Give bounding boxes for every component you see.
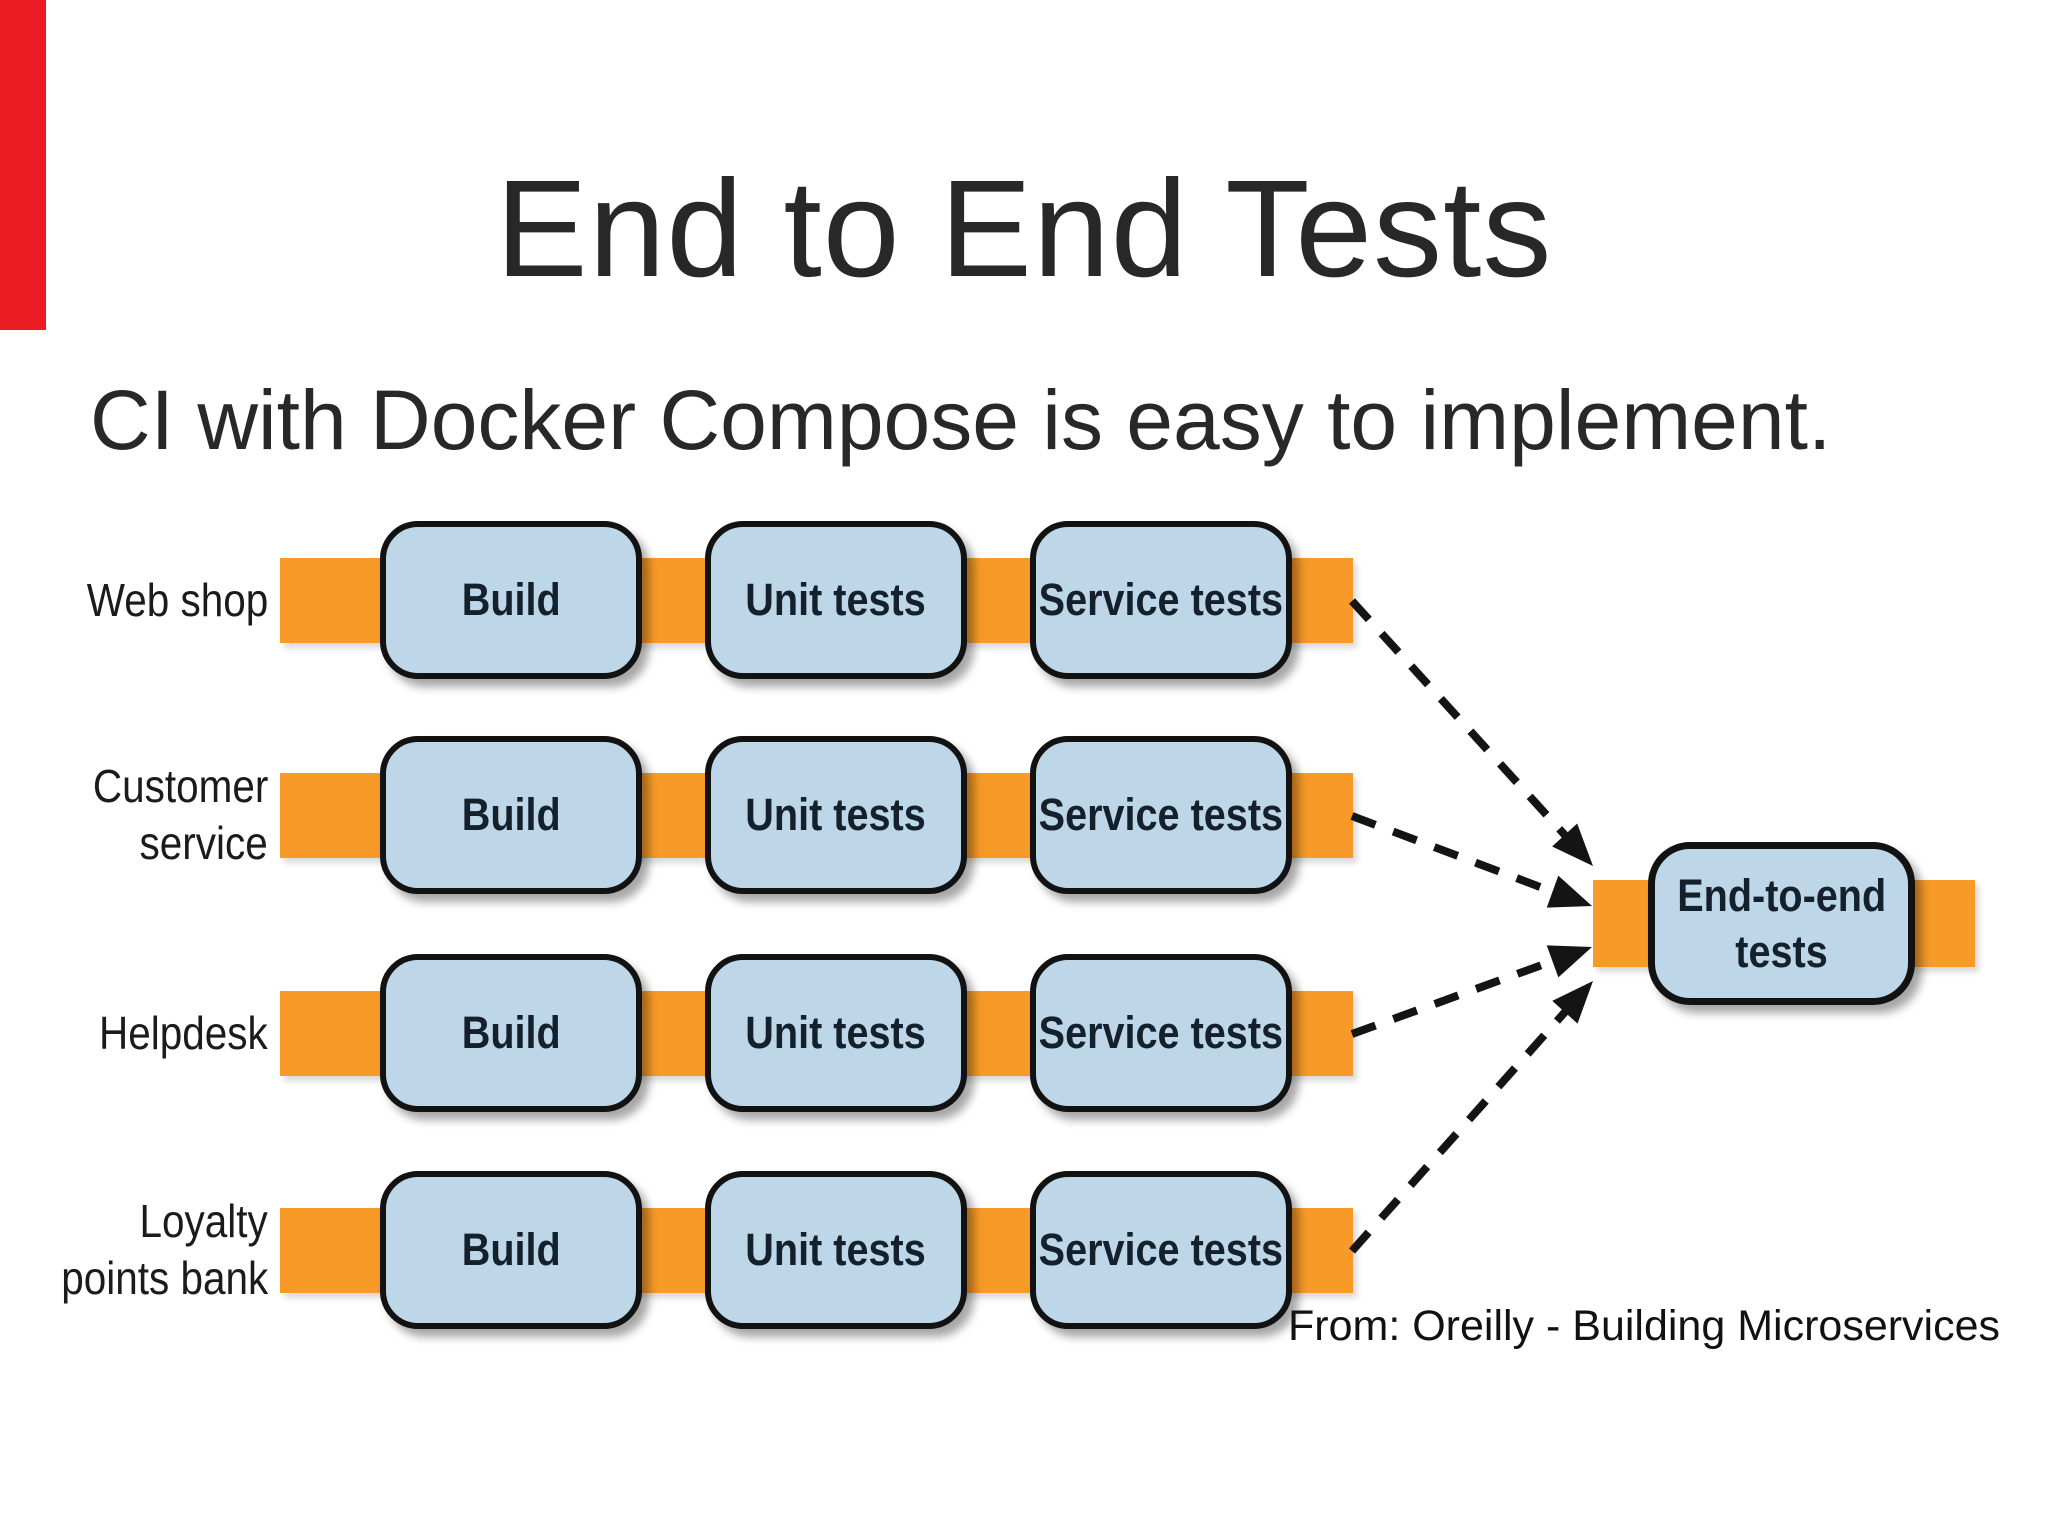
pipeline-row-helpdesk: Helpdesk Build Unit tests Service tests [0,954,2048,1112]
row-label-customer-service: Customer service [0,736,268,894]
pipeline-row-loyalty-points-bank: Loyalty points bank Build Unit tests Ser… [0,1171,2048,1329]
attribution-text: From: Oreilly - Building Microservices [1288,1302,2001,1350]
row-label-line: Loyalty [139,1195,268,1247]
row-label-line: Web shop [86,573,268,626]
slide-subtitle: CI with Docker Compose is easy to implem… [90,373,1832,467]
stage-label: Unit tests [745,1007,927,1058]
row-label-line: service [139,817,268,869]
stage-label: Build [461,789,561,840]
row-label-line: points bank [60,1252,268,1304]
stage-label: Unit tests [745,789,927,840]
end-to-end-tests-box: End-to-end tests [1648,842,1915,1005]
stage-box-service-tests: Service tests [1030,521,1292,679]
arrow-line-customer-service [1350,812,1566,900]
end-to-end-label-line: tests [1735,925,1828,977]
row-label-line: Helpdesk [99,1006,268,1059]
arrow-line-loyalty [1349,1000,1576,1254]
stage-box-unit-tests: Unit tests [705,1171,967,1329]
row-label-loyalty-points-bank: Loyalty points bank [0,1171,268,1329]
stage-box-service-tests: Service tests [1030,736,1292,894]
stage-box-build: Build [380,954,642,1112]
stage-label: Unit tests [745,1224,927,1275]
end-to-end-label-line: End-to-end [1677,869,1886,921]
stage-label: Build [461,574,561,625]
slide-title: End to End Tests [495,152,1553,306]
stage-box-service-tests: Service tests [1030,954,1292,1112]
arrow-line-helpdesk [1350,953,1566,1038]
stage-label: Service tests [1038,1007,1284,1058]
stage-box-unit-tests: Unit tests [705,736,967,894]
stage-box-build: Build [380,736,642,894]
stage-label: Service tests [1038,789,1284,840]
stage-box-build: Build [380,1171,642,1329]
pipeline-row-customer-service: Customer service Build Unit tests Servic… [0,736,2048,894]
row-label-web-shop: Web shop [0,521,268,679]
bookmark-ribbon-icon [0,0,46,330]
stage-label: Build [461,1007,561,1058]
row-label-line: Customer [92,760,268,812]
arrowhead-icon [1552,981,1593,1024]
stage-box-unit-tests: Unit tests [705,954,967,1112]
stage-box-unit-tests: Unit tests [705,521,967,679]
arrowhead-icon [1546,875,1592,908]
stage-label: Service tests [1038,1224,1284,1275]
stage-label: Service tests [1038,574,1284,625]
pipeline-row-web-shop: Web shop Build Unit tests Service tests [0,521,2048,679]
stage-box-service-tests: Service tests [1030,1171,1292,1329]
stage-box-build: Build [380,521,642,679]
row-label-helpdesk: Helpdesk [0,954,268,1112]
arrowhead-icon [1546,945,1592,978]
stage-label: Build [461,1224,561,1275]
stage-label: Unit tests [745,574,927,625]
arrowhead-icon [1552,823,1593,866]
arrow-line-web-shop [1349,598,1576,847]
